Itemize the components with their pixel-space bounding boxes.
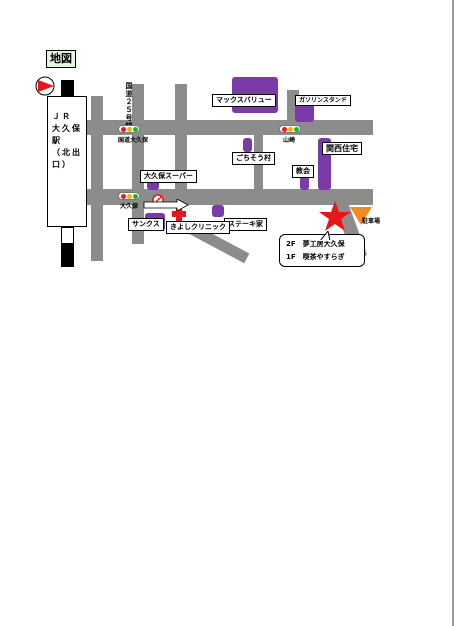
station-flag-icon — [34, 76, 58, 100]
info-line-2f: 2F 夢工房大久保 — [286, 240, 345, 248]
label-parking: 駐車場 — [362, 218, 381, 225]
star-icon — [318, 200, 352, 236]
station-rail-bottom — [61, 244, 74, 267]
parking-triangle-icon — [349, 206, 373, 230]
road-horizontal-top — [86, 120, 373, 135]
label-kiyoshi-clinic: きよしクリニック — [166, 221, 230, 234]
label-steak: ステーキ家 — [224, 218, 267, 231]
map-title: 地図 — [46, 50, 76, 68]
map-title-text: 地図 — [50, 52, 72, 65]
info-callout-pointer — [318, 226, 332, 245]
road-vertical-route — [132, 84, 144, 244]
info-line-1f: 1F 喫茶やすらぎ — [286, 253, 345, 261]
road-vertical-middle — [175, 84, 187, 194]
station-rail-top — [61, 80, 74, 96]
traffic-light-icon — [118, 125, 140, 133]
building-kyokai — [300, 176, 309, 190]
building-steak — [212, 205, 224, 217]
label-gochisou: ごちそう村 — [232, 152, 275, 165]
page-edge — [452, 0, 454, 626]
route-label: 国道２５号線 — [125, 82, 133, 130]
hospital-cross-icon — [171, 206, 187, 226]
label-sunkus: サンクス — [128, 218, 164, 231]
label-kansai-jutaku: 関西住宅 — [322, 142, 362, 155]
traffic-light-icon — [279, 125, 301, 133]
label-okubo-super: 大久保スーパー — [140, 170, 197, 183]
label-kyokai: 教会 — [292, 165, 314, 178]
station-name: ＪＲ 大久保 駅 （北出口） — [52, 112, 82, 169]
building-gochisou — [243, 138, 252, 152]
station-rail-mid — [61, 227, 74, 244]
road-vertical-left — [91, 96, 103, 261]
label-gas-station: ガソリンスタンド — [295, 95, 351, 106]
label-max-valu: マックスバリュー — [212, 94, 276, 107]
one-way-arrow-icon — [143, 196, 189, 215]
intersection-label-left-bottom: 大久保 — [120, 203, 139, 210]
traffic-light-icon — [118, 192, 140, 200]
intersection-label-left-top: 国道大久保 — [118, 137, 149, 144]
station-building: ＪＲ 大久保 駅 （北出口） — [47, 96, 87, 227]
building-gas-station — [295, 101, 314, 122]
intersection-label-right-top: 山崎 — [283, 137, 296, 144]
